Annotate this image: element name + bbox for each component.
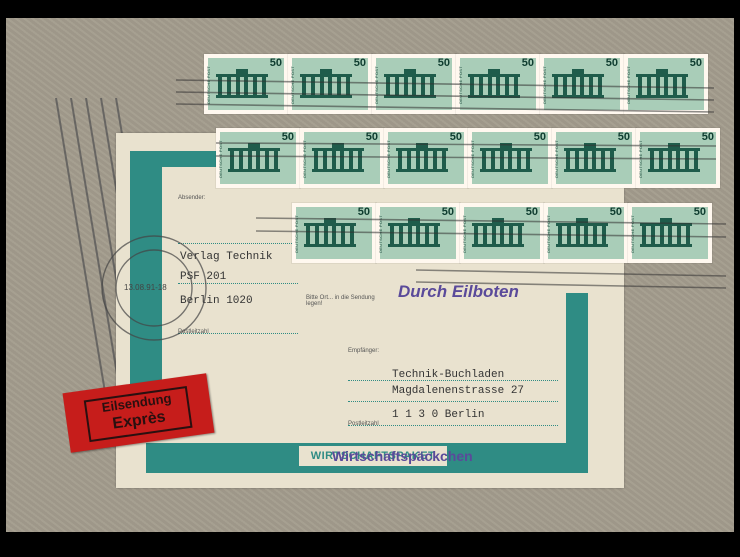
- stamp-value: 50: [609, 206, 622, 218]
- recipient-line-2: [348, 401, 558, 402]
- stamp-country: DEUTSCHE POST: [374, 66, 379, 104]
- stamp-country: DEUTSCHE POST: [206, 66, 211, 104]
- brandenburg-gate-icon: [552, 68, 604, 98]
- brandenburg-gate-icon: [300, 68, 352, 98]
- postmark-date: 13.08.91-18: [124, 283, 167, 292]
- stamp-value: 50: [437, 57, 450, 69]
- brandenburg-gate-icon: [228, 142, 280, 172]
- stamp-country: DEUTSCHE POST: [462, 215, 467, 253]
- brandenburg-gate-icon: [480, 142, 532, 172]
- brandenburg-gate-icon: [312, 142, 364, 172]
- stamp-value: 50: [605, 57, 618, 69]
- stamp-country: DEUTSCHE POST: [294, 215, 299, 253]
- recipient-line-3: [348, 425, 558, 426]
- sender-name: Verlag Technik: [180, 251, 273, 263]
- stamp-value: 50: [449, 131, 462, 143]
- teal-top-bar: [130, 151, 240, 167]
- teal-left-bar: [130, 151, 162, 411]
- sender-line-3: [178, 333, 298, 334]
- stamp-value: 50: [701, 131, 714, 143]
- recipient-postcode-label: Postleitzahl: [348, 421, 379, 427]
- stamp-value: 50: [617, 131, 630, 143]
- brandenburg-gate-icon: [636, 68, 688, 98]
- stamp-value: 50: [269, 57, 282, 69]
- envelope: Absender: Postleitzahl Verlag Technik PS…: [6, 18, 734, 532]
- stamp-value: 50: [441, 206, 454, 218]
- express-label-box: Eilsendung Exprès: [83, 386, 193, 443]
- stamp-country: DEUTSCHE POST: [554, 140, 559, 178]
- stamp-country: DEUTSCHE POST: [546, 215, 551, 253]
- recipient-street: Magdalenenstrasse 27: [392, 385, 525, 397]
- brandenburg-gate-icon: [556, 217, 608, 247]
- stamp-value: 50: [689, 57, 702, 69]
- stamp-country: DEUTSCHE POST: [458, 66, 463, 104]
- sender-heading: Absender:: [178, 195, 206, 201]
- stamp-country: DEUTSCHE POST: [626, 66, 631, 104]
- stamp-country: DEUTSCHE POST: [630, 215, 635, 253]
- brandenburg-gate-icon: [468, 68, 520, 98]
- stamp-country: DEUTSCHE POST: [386, 140, 391, 178]
- sender-box: PSF 201: [180, 271, 227, 283]
- stamp-country: DEUTSCHE POST: [542, 66, 547, 104]
- brandenburg-gate-icon: [388, 217, 440, 247]
- brandenburg-gate-icon: [216, 68, 268, 98]
- brandenburg-gate-icon: [648, 142, 700, 172]
- stamp-value: 50: [357, 206, 370, 218]
- stamp-value: 50: [281, 131, 294, 143]
- sender-city: Berlin 1020: [180, 295, 253, 307]
- wirtschaftspaeckchen-handstamp: Wirtschaftspäckchen: [332, 448, 473, 464]
- stamp-country: DEUTSCHE POST: [378, 215, 383, 253]
- recipient-name: Technik-Buchladen: [392, 369, 505, 381]
- recipient-line-1: [348, 380, 558, 381]
- recipient-city: 1 1 3 0 Berlin: [392, 409, 485, 421]
- stamp-value: 50: [353, 57, 366, 69]
- sender-postcode-label: Postleitzahl: [178, 329, 209, 335]
- stamp-country: DEUTSCHE POST: [638, 140, 643, 178]
- teal-right-bar: [566, 293, 588, 473]
- brandenburg-gate-icon: [304, 217, 356, 247]
- stamp-value: 50: [693, 206, 706, 218]
- durch-eilboten-handstamp: Durch Eilboten: [398, 282, 519, 301]
- sender-line-1: [178, 243, 298, 244]
- stamp-country: DEUTSCHE POST: [470, 140, 475, 178]
- stamp-value: 50: [521, 57, 534, 69]
- stamp-country: DEUTSCHE POST: [290, 66, 295, 104]
- notice-text: Bitte Ort... in die Sendung legen!: [306, 295, 375, 307]
- brandenburg-gate-icon: [384, 68, 436, 98]
- brandenburg-gate-icon: [396, 142, 448, 172]
- brandenburg-gate-icon: [564, 142, 616, 172]
- recipient-heading: Empfänger:: [348, 348, 380, 354]
- stamp-value: 50: [533, 131, 546, 143]
- sender-line-2: [178, 283, 298, 284]
- wirtschaftspaket-label: WIRTSCHAFTSPAKET: [298, 445, 448, 467]
- stamp-country: DEUTSCHE POST: [218, 140, 223, 178]
- stamp-value: 50: [525, 206, 538, 218]
- stamp-value: 50: [365, 131, 378, 143]
- stamp-country: DEUTSCHE POST: [302, 140, 307, 178]
- brandenburg-gate-icon: [640, 217, 692, 247]
- brandenburg-gate-icon: [472, 217, 524, 247]
